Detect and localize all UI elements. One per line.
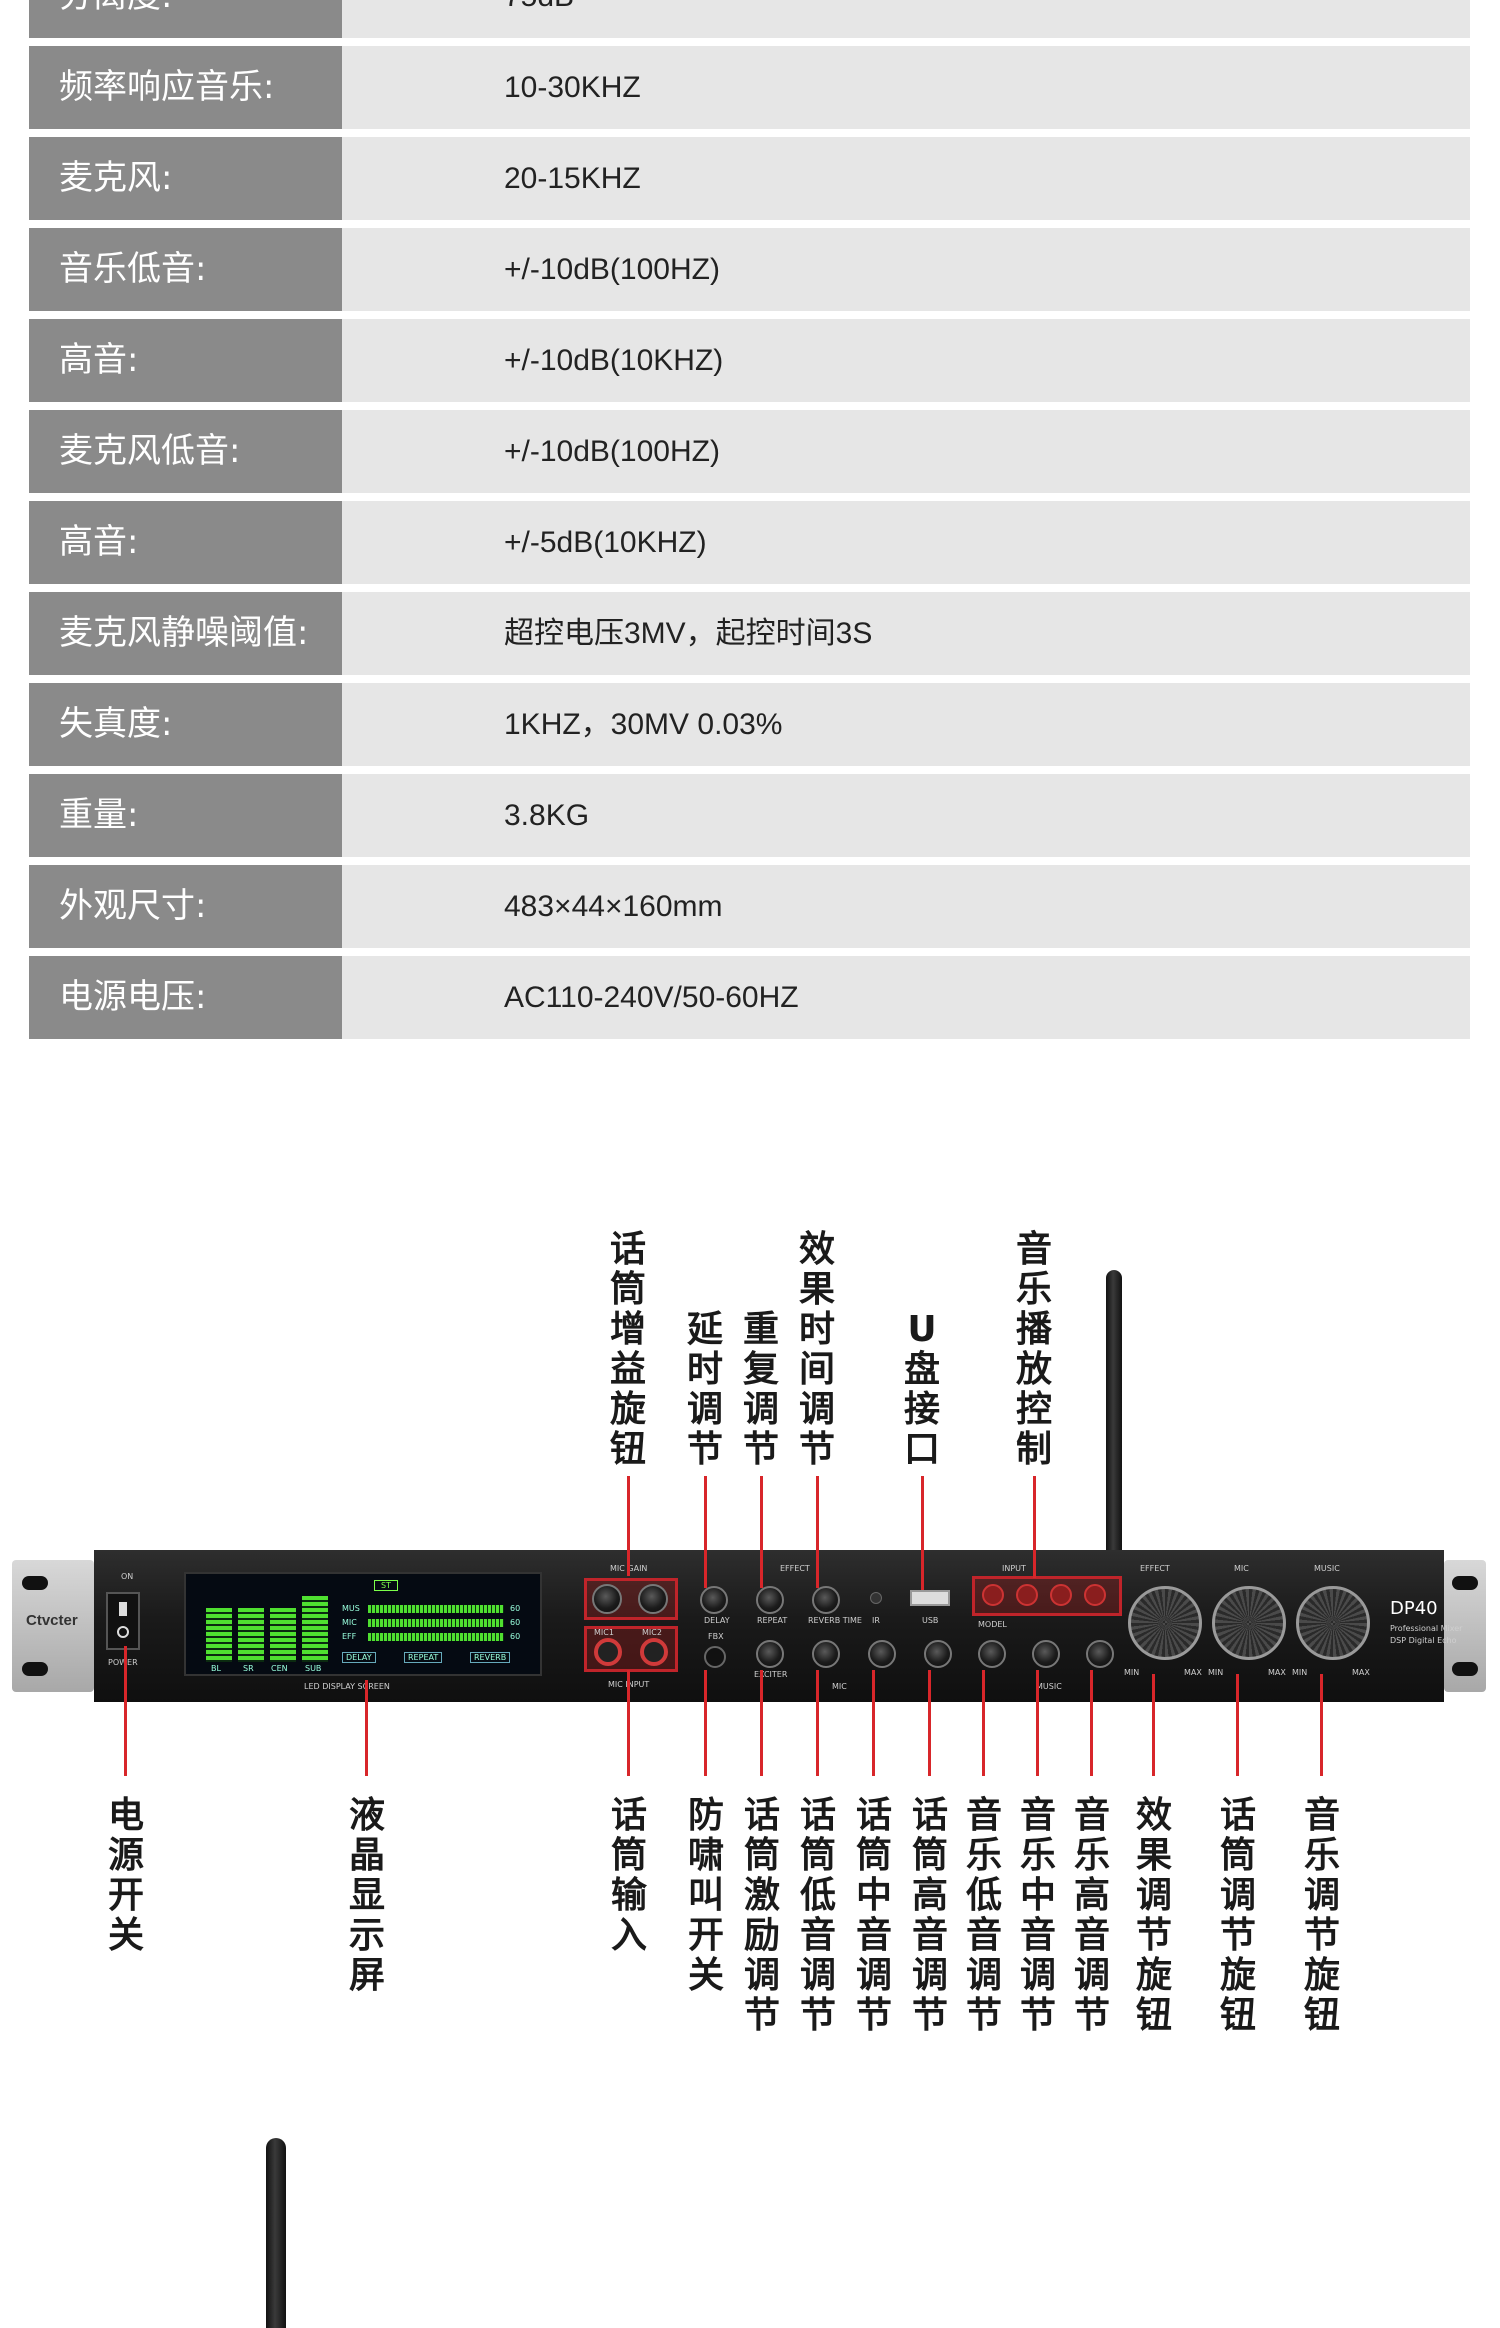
- spec-label: 分离度:: [29, 0, 342, 38]
- spec-value: 3.8KG: [342, 774, 1470, 857]
- leader-reverb: [816, 1476, 819, 1588]
- spec-label: 高音:: [29, 501, 342, 584]
- reverb-time-knob[interactable]: [812, 1586, 840, 1614]
- callout-mic-knob: 话筒调节旋钮: [1219, 1795, 1256, 2036]
- music-master-knob[interactable]: [1296, 1586, 1370, 1660]
- play-pause-button[interactable]: [1016, 1584, 1038, 1606]
- product-diagram: Ctvcter ON POWER ST BL SR CEN SUB MUS MI…: [0, 1190, 1500, 2328]
- model-name: DP40: [1390, 1598, 1438, 1619]
- ir-sensor: [870, 1592, 882, 1604]
- lcd-screen: ST BL SR CEN SUB MUS MIC EFF 60 60 60 DE…: [184, 1572, 542, 1676]
- music-bass-knob[interactable]: [978, 1640, 1006, 1668]
- spec-label: 失真度:: [29, 683, 342, 766]
- usb-port[interactable]: [910, 1590, 950, 1606]
- repeat-knob[interactable]: [756, 1586, 784, 1614]
- callout-lcd: 液晶显示屏: [348, 1795, 385, 1996]
- callout-reverb-time: 效果时间调节: [798, 1229, 835, 1470]
- spec-label: 电源电压:: [29, 956, 342, 1039]
- spec-value: AC110-240V/50-60HZ: [342, 956, 1470, 1039]
- leader-mic-gain: [627, 1476, 630, 1576]
- mic-exciter-knob[interactable]: [756, 1640, 784, 1668]
- brand-logo: Ctvcter: [26, 1612, 78, 1629]
- callout-mic-middle: 话筒中音调节: [855, 1795, 892, 2036]
- callout-mic-input: 话筒输入: [610, 1795, 647, 1956]
- spec-value: +/-10dB(100HZ): [342, 228, 1470, 311]
- leader-repeat: [760, 1476, 763, 1588]
- spec-row: 麦克风低音:+/-10dB(100HZ): [29, 410, 1470, 493]
- antenna-bottom: [266, 2138, 286, 2328]
- vu-meter-cen: [270, 1608, 296, 1662]
- callout-mic-treble: 话筒高音调节: [911, 1795, 948, 2036]
- mic2-input-jack[interactable]: [640, 1638, 668, 1666]
- prev-button[interactable]: [1050, 1584, 1072, 1606]
- vu-meter-bl: [206, 1608, 232, 1662]
- callout-music-knob: 音乐调节旋钮: [1303, 1795, 1340, 2036]
- leader-delay: [704, 1476, 707, 1588]
- spec-row: 高音:+/-10dB(10KHZ): [29, 319, 1470, 402]
- callout-mic-gain: 话筒增益旋钮: [609, 1229, 646, 1470]
- spec-label: 麦克风低音:: [29, 410, 342, 493]
- callout-effect-knob: 效果调节旋钮: [1135, 1795, 1172, 2036]
- fbx-switch[interactable]: [704, 1646, 726, 1668]
- delay-knob[interactable]: [700, 1586, 728, 1614]
- spec-row: 失真度:1KHZ，30MV 0.03%: [29, 683, 1470, 766]
- music-treble-knob[interactable]: [1086, 1640, 1114, 1668]
- spec-label: 高音:: [29, 319, 342, 402]
- mic-bass-knob[interactable]: [812, 1640, 840, 1668]
- callout-mic-exciter: 话筒激励调节: [743, 1795, 780, 2036]
- spec-label: 音乐低音:: [29, 228, 342, 311]
- callout-mic-bass: 话筒低音调节: [799, 1795, 836, 2036]
- spec-row: 高音:+/-5dB(10KHZ): [29, 501, 1470, 584]
- spec-row: 麦克风静噪阈值:超控电压3MV，起控时间3S: [29, 592, 1470, 675]
- spec-table: 分离度:75dB频率响应音乐:10-30KHZ麦克风:20-15KHZ音乐低音:…: [29, 0, 1470, 1047]
- model-button[interactable]: [982, 1584, 1004, 1606]
- spec-value: 超控电压3MV，起控时间3S: [342, 592, 1470, 675]
- callout-repeat: 重复调节: [742, 1309, 779, 1470]
- spec-value: 1KHZ，30MV 0.03%: [342, 683, 1470, 766]
- callout-fbx: 防啸叫开关: [687, 1795, 724, 1996]
- callout-music-bass: 音乐低音调节: [965, 1795, 1002, 2036]
- spec-row: 麦克风:20-15KHZ: [29, 137, 1470, 220]
- power-switch[interactable]: [106, 1592, 140, 1650]
- callout-delay: 延时调节: [686, 1309, 723, 1470]
- music-middle-knob[interactable]: [1032, 1640, 1060, 1668]
- spec-row: 外观尺寸:483×44×160mm: [29, 865, 1470, 948]
- callout-music-play: 音乐播放控制: [1015, 1229, 1052, 1470]
- effect-master-knob[interactable]: [1128, 1586, 1202, 1660]
- next-button[interactable]: [1084, 1584, 1106, 1606]
- callout-usb: U盘接口: [903, 1309, 940, 1470]
- spec-value: 20-15KHZ: [342, 137, 1470, 220]
- spec-value: 10-30KHZ: [342, 46, 1470, 129]
- callout-music-treble: 音乐高音调节: [1073, 1795, 1110, 2036]
- spec-value: +/-10dB(10KHZ): [342, 319, 1470, 402]
- mic1-gain-knob[interactable]: [592, 1584, 622, 1614]
- leader-music-play: [1033, 1476, 1036, 1578]
- spec-row: 重量:3.8KG: [29, 774, 1470, 857]
- spec-label: 麦克风静噪阈值:: [29, 592, 342, 675]
- callout-music-middle: 音乐中音调节: [1019, 1795, 1056, 2036]
- spec-value: 75dB: [342, 0, 1470, 38]
- antenna: [1106, 1270, 1122, 1568]
- spec-row: 电源电压:AC110-240V/50-60HZ: [29, 956, 1470, 1039]
- vu-meter-sr: [238, 1608, 264, 1662]
- vu-meter-sub: [302, 1596, 328, 1662]
- mic2-gain-knob[interactable]: [638, 1584, 668, 1614]
- spec-row: 频率响应音乐:10-30KHZ: [29, 46, 1470, 129]
- mixer-device: Ctvcter ON POWER ST BL SR CEN SUB MUS MI…: [12, 1550, 1486, 1702]
- mic-treble-knob[interactable]: [924, 1640, 952, 1668]
- spec-value: +/-5dB(10KHZ): [342, 501, 1470, 584]
- spec-label: 麦克风:: [29, 137, 342, 220]
- spec-row: 音乐低音:+/-10dB(100HZ): [29, 228, 1470, 311]
- leader-usb: [921, 1476, 924, 1590]
- spec-value: 483×44×160mm: [342, 865, 1470, 948]
- spec-label: 重量:: [29, 774, 342, 857]
- spec-row: 分离度:75dB: [29, 0, 1470, 38]
- callout-power: 电源开关: [107, 1795, 144, 1956]
- spec-label: 外观尺寸:: [29, 865, 342, 948]
- spec-label: 频率响应音乐:: [29, 46, 342, 129]
- mic-master-knob[interactable]: [1212, 1586, 1286, 1660]
- mic1-input-jack[interactable]: [594, 1638, 622, 1666]
- mic-middle-knob[interactable]: [868, 1640, 896, 1668]
- spec-value: +/-10dB(100HZ): [342, 410, 1470, 493]
